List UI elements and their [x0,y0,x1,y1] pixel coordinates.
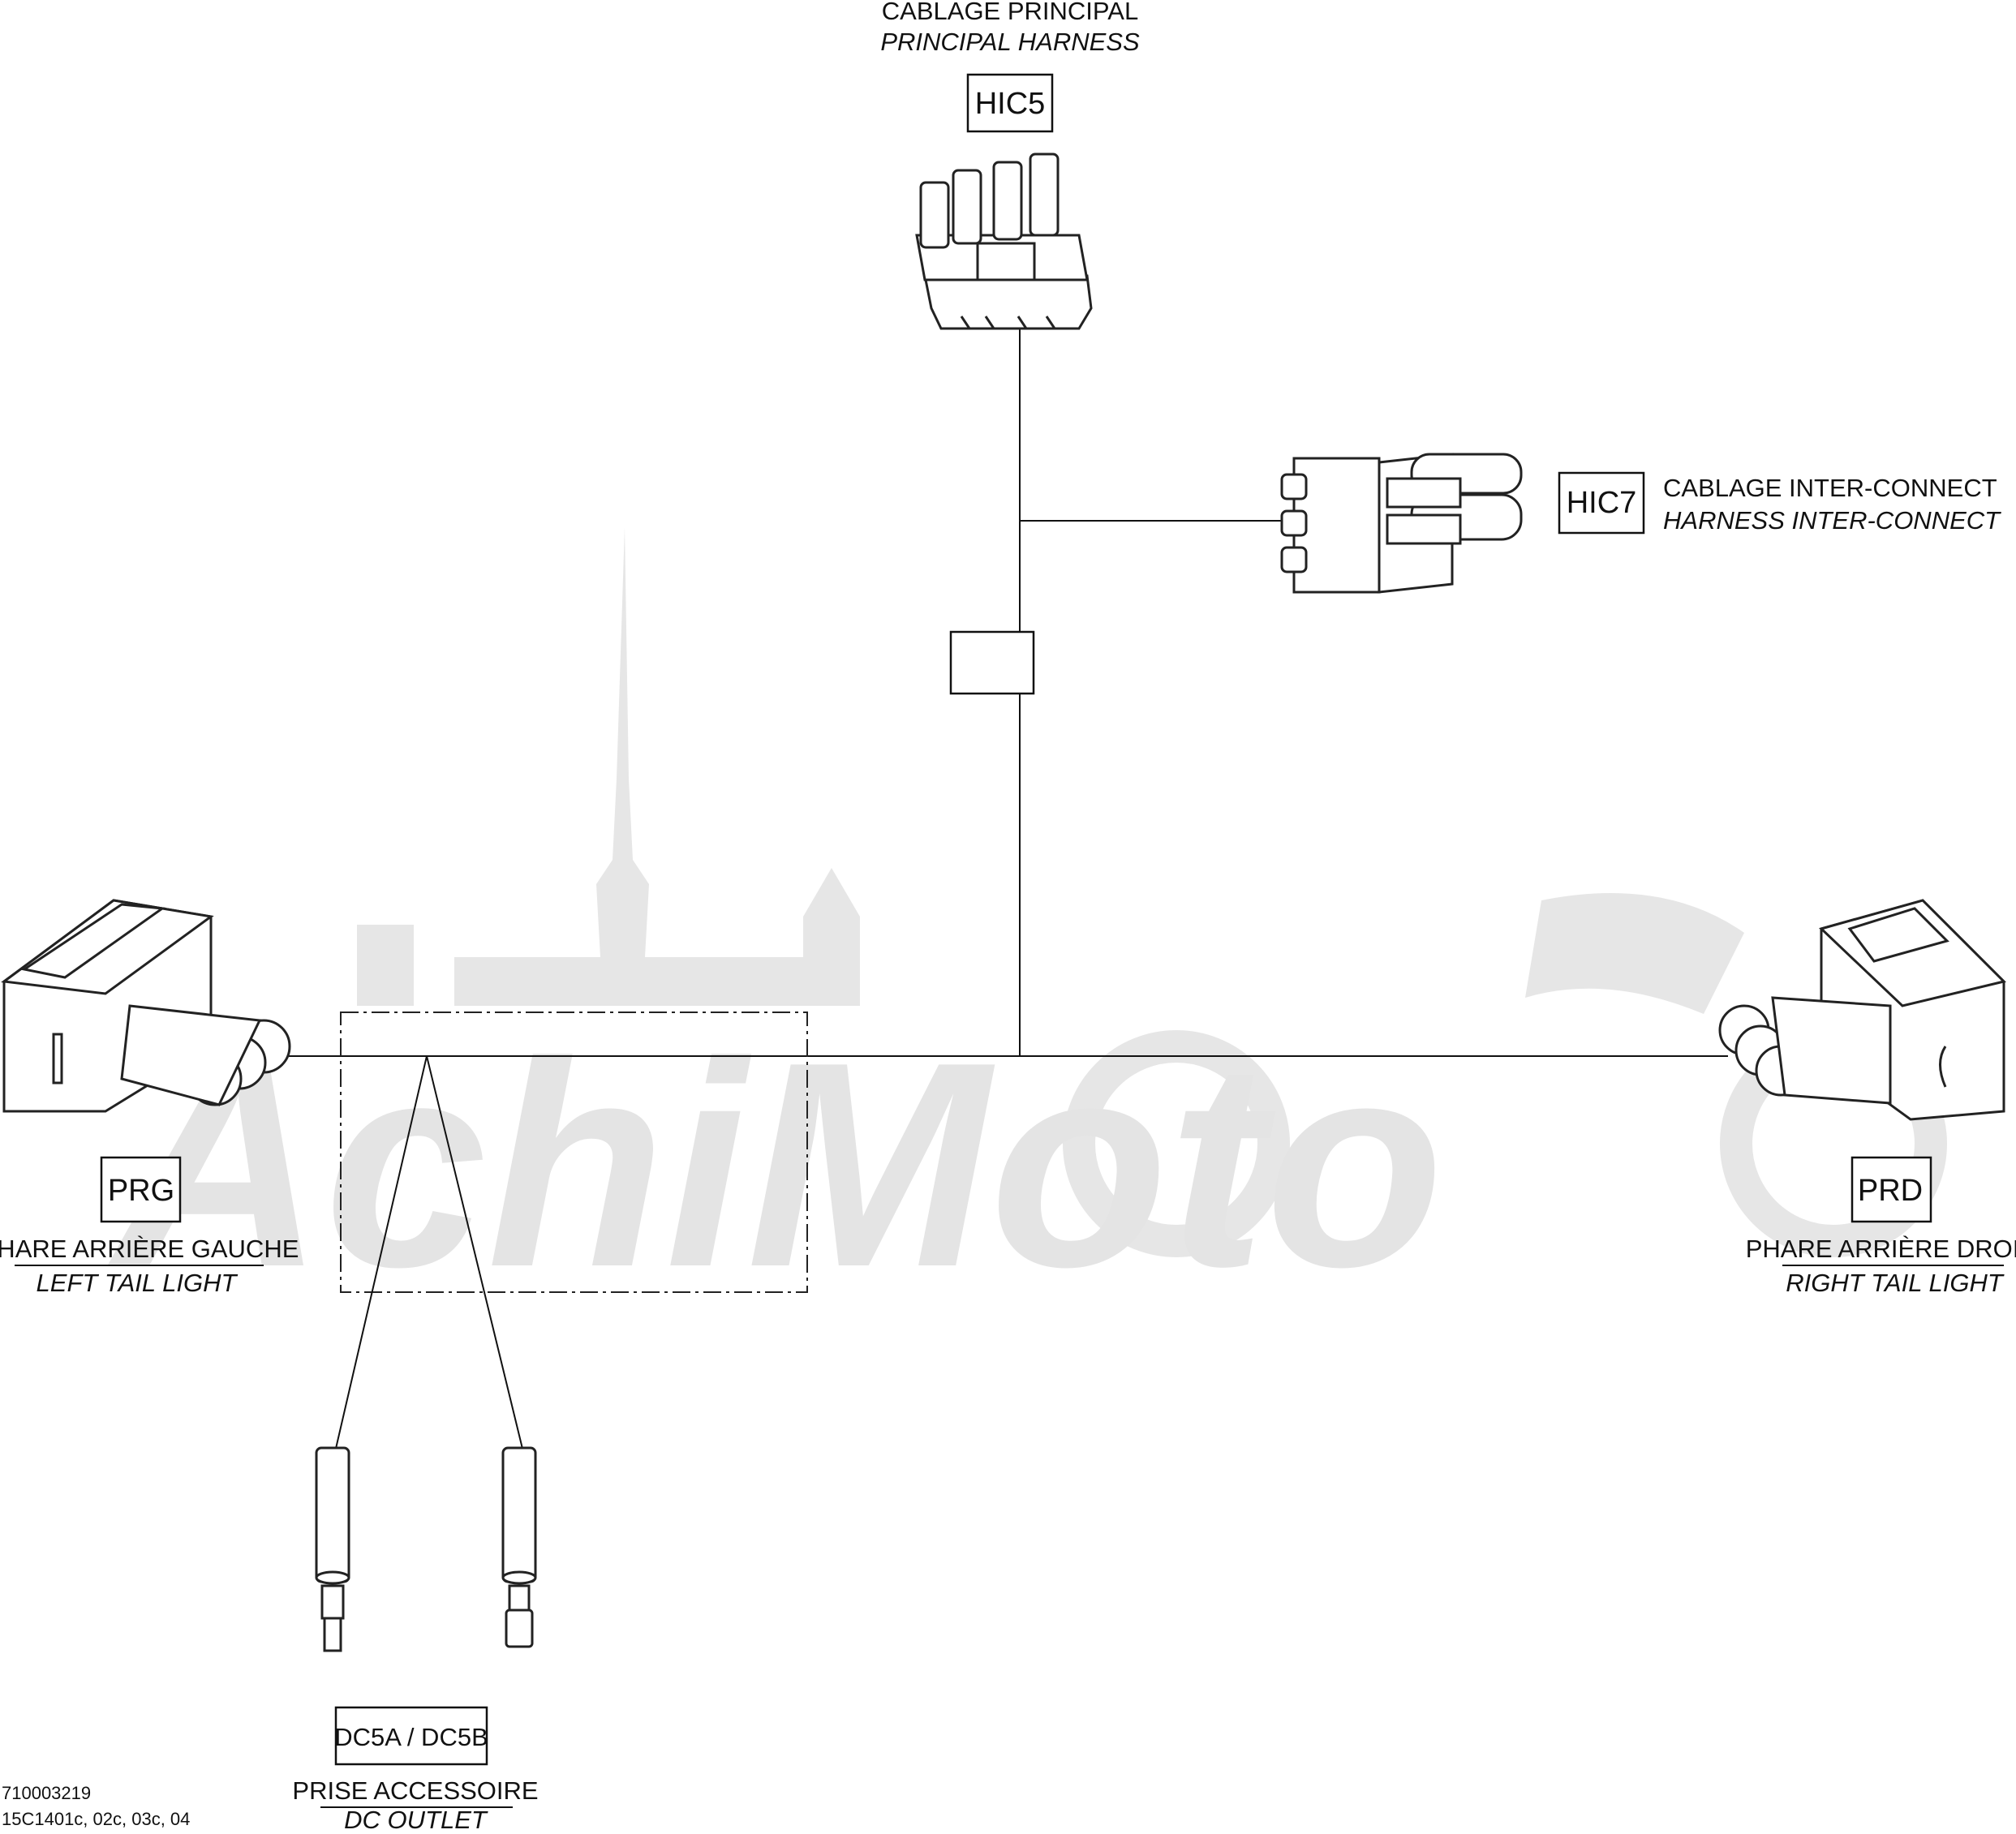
harness-wires [268,329,1728,1453]
watermark-text: AchiMoto [105,1002,1444,1328]
dc5b-terminal[interactable] [501,1446,537,1648]
dc5b-wire [426,1055,524,1453]
prd-connector[interactable] [1718,899,2006,1121]
dc5-code-box [334,1706,488,1766]
prd-label-fr: PHARE ARRIÈRE DROIT [1746,1235,2016,1263]
hic7-code: HIC7 [1567,486,1637,520]
hic5-connector[interactable] [915,152,1093,330]
splice-box [949,630,1035,695]
prg-code: PRG [108,1174,174,1208]
model-codes: 15C1401c, 02c, 03c, 04 [2,1809,190,1829]
hic5-code-box [966,73,1054,133]
prd-code: PRD [1858,1174,1923,1208]
dc5-label-en: DC OUTLET [344,1806,488,1830]
drawing-number: 710003219 [2,1783,91,1803]
hic7-label-en: HARNESS INTER-CONNECT [1663,506,2001,535]
hic5-label-fr: CABLAGE PRINCIPAL [882,0,1138,25]
hic7-label-fr: CABLAGE INTER-CONNECT [1663,474,1997,502]
hic5-code: HIC5 [975,87,1046,121]
hic5-label-en: PRINCIPAL HARNESS [880,28,1140,56]
prg-label-en: LEFT TAIL LIGHT [37,1269,239,1297]
dc5a-wire [334,1055,428,1453]
dc5a-terminal[interactable] [315,1446,350,1652]
hic7-code-box [1558,471,1645,535]
prg-label-fr: PHARE ARRIÈRE GAUCHE [0,1235,299,1263]
dc5-label-fr: PRISE ACCESSOIRE [292,1776,538,1805]
prg-connector[interactable] [1,899,291,1113]
prd-code-box [1851,1156,1932,1223]
prd-label-en: RIGHT TAIL LIGHT [1786,1269,2005,1297]
dashed-outline [340,1011,808,1293]
dc5-code: DC5A / DC5B [334,1723,488,1751]
hic7-connector[interactable] [1280,453,1523,594]
prg-code-box [100,1156,182,1223]
